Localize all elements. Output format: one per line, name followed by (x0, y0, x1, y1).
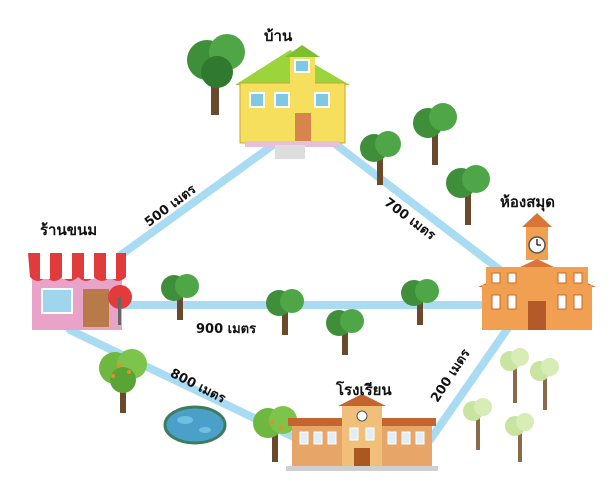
tree-icon (326, 309, 364, 355)
place-label-home: บ้าน (264, 27, 293, 45)
tree-icon (99, 349, 147, 413)
tree-icon (187, 34, 245, 115)
house-icon (235, 45, 350, 159)
trees (99, 34, 559, 462)
road-home-library (326, 136, 504, 274)
library-icon (478, 213, 596, 330)
road-school-library (426, 321, 514, 444)
place-label-library: ห้องสมุด (500, 193, 556, 211)
tree-icon (500, 348, 529, 403)
place-label-bakery: ร้านขนม (40, 221, 98, 239)
tree-icon (530, 358, 559, 410)
tree-icon (413, 103, 457, 165)
tree-icon (266, 289, 304, 335)
tree-icon (161, 274, 199, 320)
place-label-school: โรงเรียน (336, 381, 392, 399)
tree-icon (446, 165, 490, 225)
distance-label-bakery-library: 900 เมตร (196, 322, 257, 337)
tree-icon (401, 279, 439, 325)
road-home-bakery (96, 136, 284, 274)
tree-icon (360, 131, 401, 185)
school-icon (286, 394, 438, 471)
tree-icon (253, 406, 297, 462)
tree-icon (463, 398, 492, 450)
pond-icon (163, 405, 227, 445)
tree-icon (505, 413, 534, 462)
bakery-icon (28, 253, 132, 330)
